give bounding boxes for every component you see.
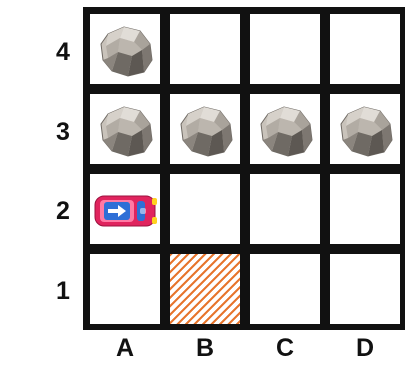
cell-a1[interactable] [90,254,160,324]
cell-c2[interactable] [250,174,320,244]
cell-c4[interactable] [250,14,320,84]
column-label-c: C [246,333,324,363]
rock-icon [178,104,234,158]
game-board [83,7,405,330]
row-label-1: 1 [46,276,80,306]
cell-a4[interactable] [90,14,160,84]
rock-icon [98,24,154,78]
rock-icon [98,104,154,158]
column-label-b: B [166,333,244,363]
cell-d3[interactable] [330,94,400,164]
cell-b4[interactable] [170,14,240,84]
column-label-d: D [326,333,404,363]
column-label-a: A [86,333,164,363]
rock-icon [338,104,394,158]
row-label-2: 2 [46,196,80,226]
cell-c3[interactable] [250,94,320,164]
cell-d1[interactable] [330,254,400,324]
cell-b2[interactable] [170,174,240,244]
row-label-3: 3 [46,117,80,147]
cell-b1[interactable] [170,254,240,324]
car-icon [94,194,158,228]
row-label-4: 4 [46,37,80,67]
cell-d4[interactable] [330,14,400,84]
rock-icon [258,104,314,158]
cell-d2[interactable] [330,174,400,244]
cell-c1[interactable] [250,254,320,324]
cell-a3[interactable] [90,94,160,164]
cell-b3[interactable] [170,94,240,164]
cell-a2[interactable] [90,174,160,244]
